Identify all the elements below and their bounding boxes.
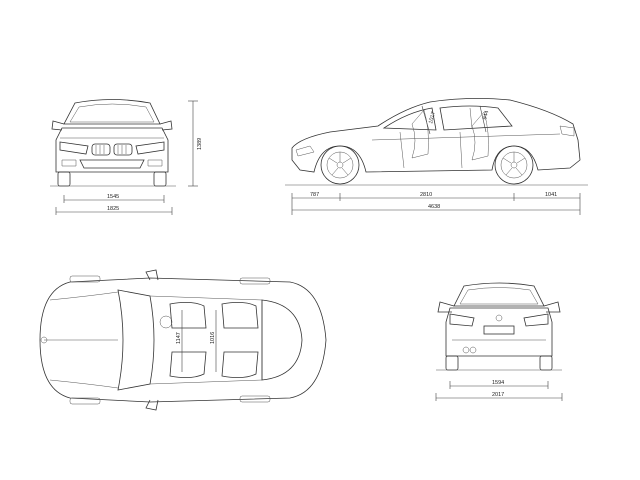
top-interior-dimensions: 1147 1016: [176, 310, 217, 372]
rear-width-label: 2017: [492, 392, 504, 398]
side-view: [285, 98, 588, 186]
front-view: [50, 99, 176, 187]
headroom-front-line: [421, 105, 431, 135]
front-track-label: 1545: [107, 194, 119, 200]
rear-dimensions: 1594 2017: [435, 380, 563, 401]
wheelbase-label: 2810: [420, 192, 432, 198]
rear-overhang-label: 1041: [545, 192, 557, 198]
top-view: [39, 269, 327, 411]
side-dimensions: 787 2810 1041 4638: [291, 192, 581, 215]
front-overhang-label: 787: [310, 192, 319, 198]
length-label: 4638: [428, 204, 440, 210]
legroom-front-label: 1147: [176, 332, 182, 344]
headroom-rear-line: [479, 105, 487, 133]
side-interior-dimensions: 1017 944: [421, 105, 490, 135]
legroom-rear-label: 1016: [210, 332, 216, 344]
headroom-rear-label: 944: [482, 110, 490, 120]
height-label: 1389: [197, 138, 203, 150]
rear-view: [436, 282, 562, 371]
rear-track-label: 1594: [492, 380, 504, 386]
front-width-label: 1825: [107, 206, 119, 212]
front-dimensions: 1545 1825 1389: [55, 100, 203, 215]
headroom-front-label: 1017: [428, 111, 437, 124]
